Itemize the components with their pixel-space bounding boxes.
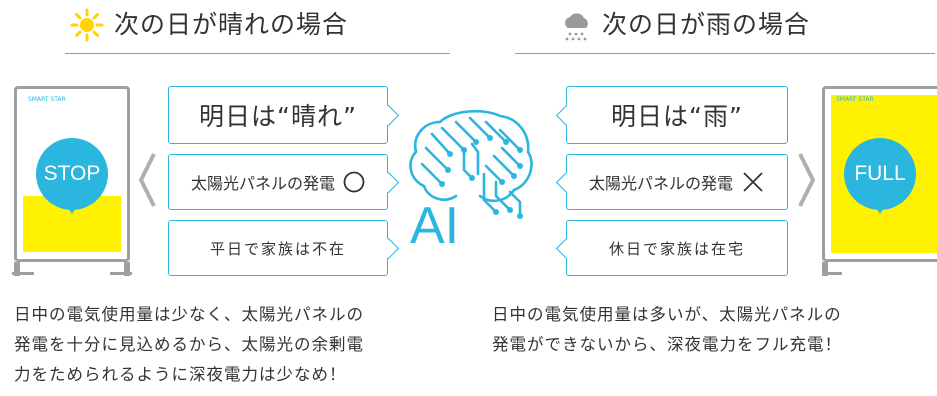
left-forecast-text: 明日は“晴れ” xyxy=(199,102,357,131)
left-bubble-family: 平日で家族は不在 xyxy=(168,220,399,276)
sun-icon xyxy=(70,8,104,42)
rain-cloud-icon xyxy=(565,13,588,41)
brain-circuit-icon xyxy=(409,109,533,219)
left-battery-unit: SMART STAR STOP xyxy=(12,86,134,276)
left-description-line: 力をためられるように深夜電力は少なめ！ xyxy=(14,365,347,384)
chevron-right-icon xyxy=(798,153,816,207)
ai-label: AI xyxy=(410,197,460,255)
left-battery-foot-bar xyxy=(110,272,132,275)
right-status-badge: FULL xyxy=(844,138,916,210)
right-battery-foot-bar xyxy=(822,272,842,275)
cross-mark-icon xyxy=(743,172,763,192)
right-description-line: 発電ができないから、深夜電力をフル充電！ xyxy=(492,335,842,354)
left-description: 日中の電気使用量は少なく、太陽光パネルの 発電を十分に見込めるから、太陽光の余剰… xyxy=(14,300,454,390)
left-battery-foot xyxy=(14,262,20,276)
left-badge-tail xyxy=(66,205,78,214)
circle-mark-icon xyxy=(343,171,365,193)
left-battery-foot xyxy=(124,262,130,276)
right-bubble-forecast: 明日は“雨” xyxy=(555,86,788,144)
right-battery-unit: SMART STAR FULL xyxy=(822,86,937,276)
left-battery-brand: SMART STAR xyxy=(28,96,66,103)
right-description-line: 日中の電気使用量は多いが、太陽光パネルの xyxy=(492,305,842,324)
right-bubble-family: 休日で家族は在宅 xyxy=(555,220,788,276)
right-family-text: 休日で家族は在宅 xyxy=(608,239,745,258)
left-description-line: 発電を十分に見込めるから、太陽光の余剰電 xyxy=(14,335,364,354)
right-battery-foot xyxy=(822,262,828,276)
right-solar-text: 太陽光パネルの発電 xyxy=(588,174,733,193)
right-bubble-solar: 太陽光パネルの発電 xyxy=(555,154,788,210)
left-divider xyxy=(65,53,450,54)
right-battery-brand: SMART STAR xyxy=(836,96,874,103)
left-bubble-solar: 太陽光パネルの発電 xyxy=(168,154,399,210)
right-status-label: FULL xyxy=(854,162,906,185)
chevron-left-icon xyxy=(138,153,156,207)
right-heading-group: 次の日が雨の場合 xyxy=(560,0,930,50)
left-status-badge: STOP xyxy=(36,138,108,210)
left-bubble-forecast: 明日は“晴れ” xyxy=(168,86,399,144)
left-battery-foot-bar xyxy=(12,272,34,275)
right-badge-tail xyxy=(874,205,886,214)
right-description: 日中の電気使用量は多いが、太陽光パネルの 発電ができないから、深夜電力をフル充電… xyxy=(492,300,932,360)
left-status-label: STOP xyxy=(43,162,101,185)
left-heading-group: 次の日が晴れの場合 xyxy=(70,0,450,50)
right-forecast-text: 明日は“雨” xyxy=(611,102,743,131)
left-solar-text: 太陽光パネルの発電 xyxy=(190,174,335,193)
left-description-line: 日中の電気使用量は少なく、太陽光パネルの xyxy=(14,305,364,324)
right-divider xyxy=(515,53,935,54)
left-family-text: 平日で家族は不在 xyxy=(209,239,346,258)
right-heading: 次の日が雨の場合 xyxy=(602,10,811,39)
left-heading: 次の日が晴れの場合 xyxy=(114,10,349,39)
